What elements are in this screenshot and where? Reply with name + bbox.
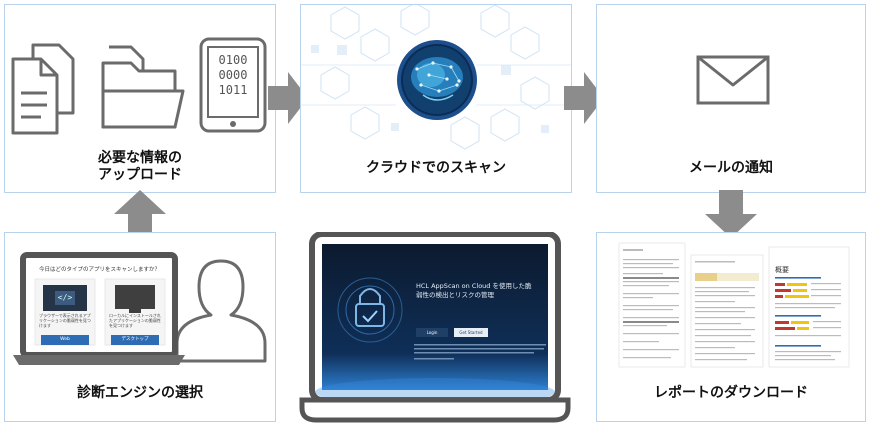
lock-icon bbox=[337, 277, 403, 343]
report-label: レポートのダウンロード bbox=[654, 385, 808, 401]
upload-label-line1: 必要な情報の bbox=[98, 150, 182, 166]
laptop-body-text-lines bbox=[414, 344, 546, 360]
step-report-panel: 概要 レポートのダウンロード bbox=[596, 232, 866, 422]
tablet-binary-icon bbox=[199, 37, 267, 133]
center-laptop: HCL AppScan on Cloud を使用した脆 弱性の検出とリスクの管理… bbox=[298, 232, 572, 426]
laptop-headline-line1: HCL AppScan on Cloud を使用した脆 bbox=[416, 282, 532, 290]
engine-screen-title: 今日はどのタイプのアプリをスキャンしますか？ bbox=[39, 267, 161, 273]
arrow-down-icon bbox=[705, 190, 757, 238]
upload-icons bbox=[11, 37, 267, 135]
report-page-title: 概要 bbox=[775, 266, 789, 274]
report-page-3 bbox=[768, 246, 850, 368]
report-page-1 bbox=[618, 242, 686, 368]
documents-icon bbox=[11, 43, 75, 135]
scan-label: クラウドでのスキャン bbox=[366, 160, 506, 176]
engine-option-left-text: ブラウザーで表示されるアプリケーションの脆弱性を見つけます bbox=[39, 313, 91, 328]
envelope-icon bbox=[696, 55, 770, 105]
binary-line-2: 0000 bbox=[218, 68, 248, 82]
hexagon-network-background bbox=[301, 5, 571, 150]
laptop-frame bbox=[299, 232, 571, 423]
laptop-start-button[interactable]: Get Started bbox=[459, 330, 483, 335]
person-icon bbox=[175, 259, 267, 363]
engine-option-right-text: ローカルにインストールされたアプリケーションの脆弱性を見つけます bbox=[109, 313, 161, 328]
step-email-panel: メールの通知 bbox=[596, 4, 866, 193]
step-upload-panel: 0100 0000 1011 必要な情報の アップロード bbox=[4, 4, 276, 193]
engine-illustration: </> bbox=[13, 252, 267, 365]
email-label: メールの通知 bbox=[689, 160, 773, 176]
desktop-option-button[interactable]: デスクトップ bbox=[121, 337, 149, 342]
binary-line-1: 0100 bbox=[218, 53, 248, 67]
folder-icon bbox=[101, 45, 185, 129]
arrow-up-icon bbox=[114, 190, 166, 238]
engine-label: 診断エンジンの選択 bbox=[77, 385, 203, 401]
binary-text: 0100 0000 1011 bbox=[213, 53, 253, 98]
laptop-headline: HCL AppScan on Cloud を使用した脆 弱性の検出とリスクの管理 bbox=[416, 282, 548, 300]
web-option-button[interactable]: Web bbox=[60, 337, 70, 342]
laptop-headline-line2: 弱性の検出とリスクの管理 bbox=[416, 291, 494, 299]
step-scan-panel: クラウドでのスキャン bbox=[300, 4, 572, 193]
step-engine-panel: </> 今日はどのタイプのアプリをスキャンしますか？ ブラウザーで表示されるアプ… bbox=[4, 232, 276, 422]
binary-line-3: 1011 bbox=[218, 83, 248, 97]
upload-label: 必要な情報の アップロード bbox=[5, 150, 275, 184]
laptop-login-button[interactable]: Login bbox=[426, 330, 438, 335]
report-pages bbox=[618, 242, 850, 368]
arrow-right-2-icon bbox=[564, 72, 604, 124]
upload-label-line2: アップロード bbox=[98, 167, 182, 183]
report-page-2 bbox=[690, 254, 764, 368]
code-icon: </> bbox=[58, 293, 73, 302]
cloud-brain-icon bbox=[397, 40, 477, 120]
arrow-right-1-icon bbox=[268, 72, 308, 124]
